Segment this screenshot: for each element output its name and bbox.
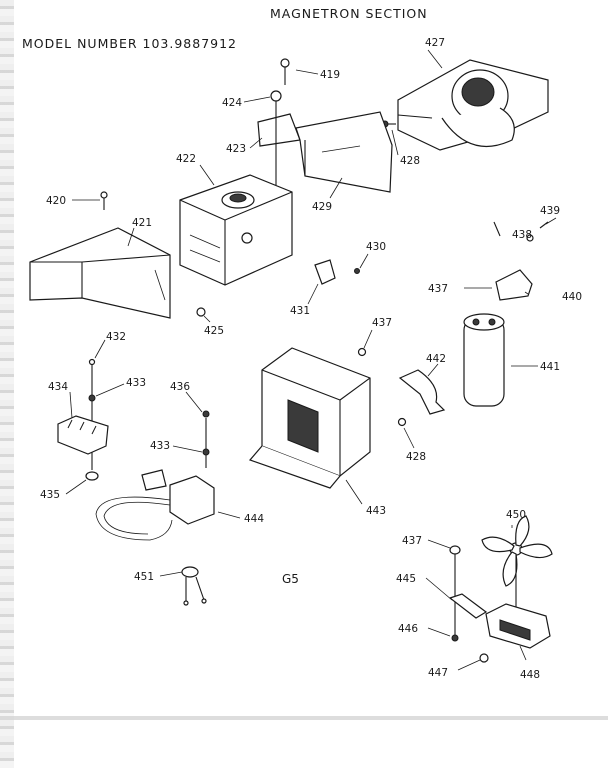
- part-431-clip: [314, 259, 336, 285]
- callout-442: 442: [426, 353, 446, 365]
- part-422-magnetron: [179, 174, 293, 286]
- callout-428-lower: 428: [406, 451, 426, 463]
- callout-447: 447: [428, 667, 448, 679]
- part-433-washer-right: [202, 448, 210, 456]
- part-424-nut: [270, 90, 282, 185]
- part-425-screw: [196, 307, 206, 317]
- callout-444: 444: [244, 513, 264, 525]
- model-number: MODEL NUMBER 103.9887912: [22, 36, 238, 51]
- part-440-thermal-bracket: [495, 269, 533, 301]
- callout-419: 419: [320, 69, 340, 81]
- part-439-screw: [539, 221, 549, 229]
- part-428-screw-lower: [397, 417, 407, 427]
- callout-430: 430: [366, 241, 386, 253]
- part-434-hv-diode-block: [57, 415, 109, 455]
- part-427-fan-motor-assembly: [397, 59, 549, 151]
- part-443-transformer: [248, 347, 371, 489]
- callout-446: 446: [398, 623, 418, 635]
- part-436-screw: [202, 410, 210, 468]
- callout-434: 434: [48, 381, 68, 393]
- part-429-waveguide-bracket: [257, 111, 393, 193]
- callout-448: 448: [520, 669, 540, 681]
- part-446-screw: [451, 634, 459, 642]
- callout-423: 423: [226, 143, 246, 155]
- scan-edge-artifact: [0, 0, 14, 768]
- callout-433-right: 433: [150, 440, 170, 452]
- part-438-thermal-cutout: [493, 221, 534, 242]
- scan-bottom-artifact: [0, 716, 608, 720]
- part-420-screw: [100, 191, 108, 210]
- callout-450: 450: [506, 509, 526, 521]
- callout-451: 451: [134, 571, 154, 583]
- part-435-washer: [85, 471, 99, 481]
- callout-441: 441: [540, 361, 560, 373]
- callout-labels: 419 420 421 422 423 424 425 427 428 428 …: [40, 37, 582, 681]
- part-433-washer-left: [88, 394, 96, 402]
- leader-lines: [65, 49, 557, 671]
- part-444-wire-harness-block: [95, 469, 215, 541]
- callout-436: 436: [170, 381, 190, 393]
- figure-code: G5: [282, 572, 299, 586]
- part-421-waveguide-duct: [29, 227, 171, 319]
- callout-435: 435: [40, 489, 60, 501]
- callout-424: 424: [222, 97, 242, 109]
- callout-433-left: 433: [126, 377, 146, 389]
- part-451-sensor: [181, 566, 207, 606]
- part-442-capacitor-bracket: [398, 369, 446, 415]
- callout-437-bottom: 437: [402, 535, 422, 547]
- callout-439: 439: [540, 205, 560, 217]
- part-430-screw: [354, 268, 360, 274]
- part-448-fan-motor: [485, 603, 551, 649]
- callout-437-right: 437: [428, 283, 448, 295]
- part-441-capacitor: [463, 313, 505, 407]
- callout-422: 422: [176, 153, 196, 165]
- part-450-fan-blade: [481, 515, 553, 610]
- callout-443: 443: [366, 505, 386, 517]
- callout-420: 420: [46, 195, 66, 207]
- callout-437-top: 437: [372, 317, 392, 329]
- callout-438: 438: [512, 229, 532, 241]
- callout-431: 431: [290, 305, 310, 317]
- callout-432: 432: [106, 331, 126, 343]
- part-447-nut: [479, 653, 489, 663]
- part-445-motor-bracket: [448, 593, 488, 619]
- page-title: MAGNETRON SECTION: [270, 6, 428, 21]
- callout-440: 440: [562, 291, 582, 303]
- callout-428-upper: 428: [400, 155, 420, 167]
- callout-425: 425: [204, 325, 224, 337]
- part-437-nut-upper: [357, 347, 367, 357]
- callout-427: 427: [425, 37, 445, 49]
- callout-429: 429: [312, 201, 332, 213]
- callout-445: 445: [396, 573, 416, 585]
- callout-421: 421: [132, 217, 152, 229]
- part-419-screw: [280, 58, 290, 85]
- part-437-nut-lower: [449, 545, 461, 640]
